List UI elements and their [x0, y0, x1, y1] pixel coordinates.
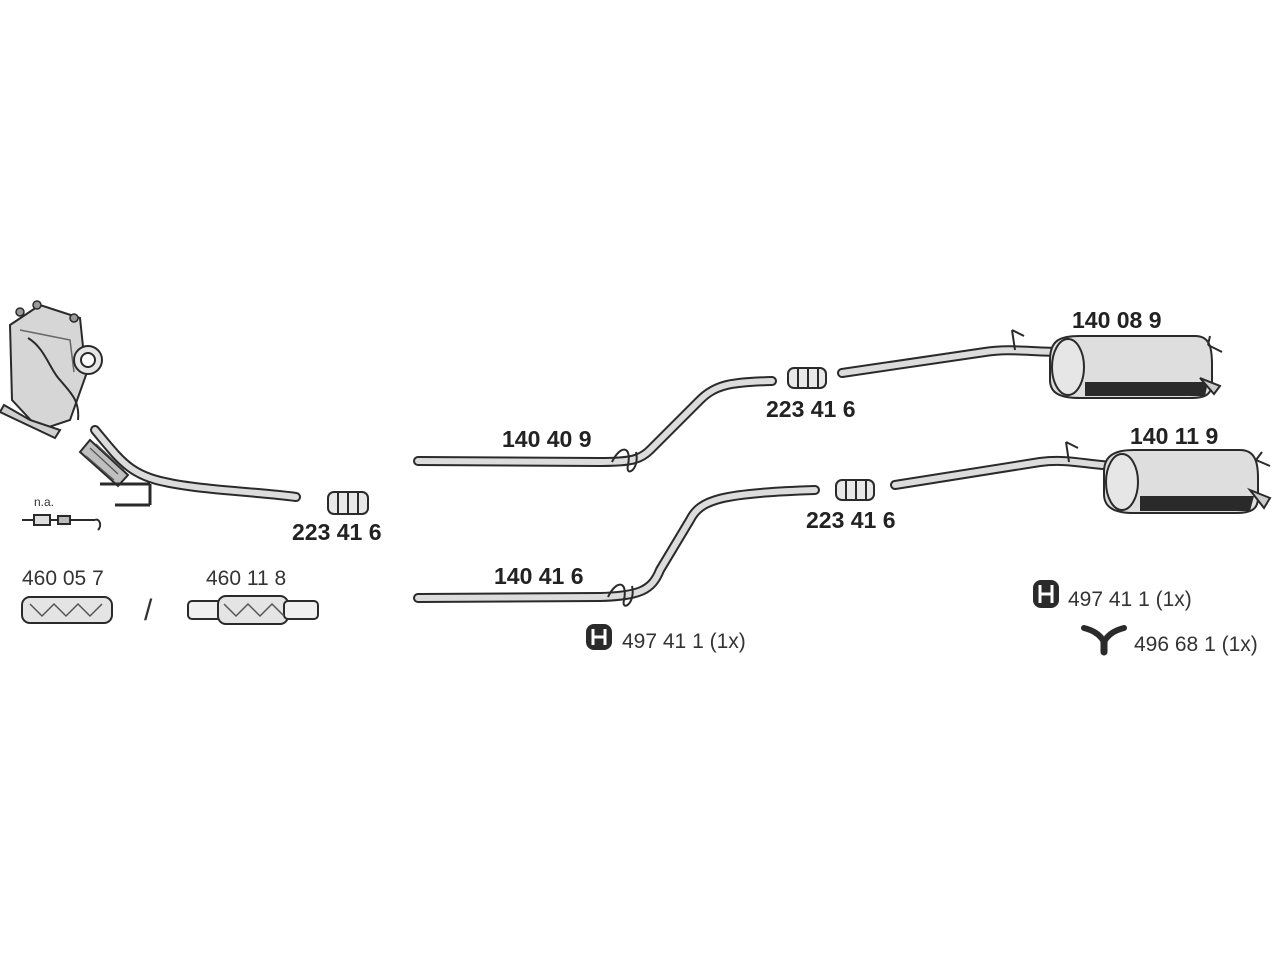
- front-clamp-label: 223 41 6: [292, 519, 382, 545]
- middle-pipe-upper[interactable]: [413, 376, 777, 473]
- separator-slash: /: [144, 594, 153, 627]
- mid-clamp-upper[interactable]: [787, 367, 827, 389]
- flex-pipe-b-label: 460 11 8: [206, 567, 286, 590]
- mid-clamp-lower[interactable]: [835, 479, 875, 501]
- oxygen-sensor: [22, 514, 102, 531]
- rubber-mount-icon: [586, 624, 612, 650]
- flex-pipe-a-label: 460 05 7: [22, 567, 104, 590]
- rubber-mount-icon: [1033, 580, 1059, 608]
- flex-pipe-a[interactable]: [21, 596, 113, 624]
- mid-clamp-upper-label: 223 41 6: [766, 396, 856, 422]
- middle-pipe-lower[interactable]: [413, 485, 820, 607]
- flex-pipe-b[interactable]: [187, 595, 319, 625]
- catalytic-converter-assembly[interactable]: [0, 300, 301, 507]
- rear-muffler-lower[interactable]: [890, 441, 1272, 514]
- rear-muffler-upper-label: 140 08 9: [1072, 307, 1162, 333]
- middle-pipe-upper-label: 140 40 9: [502, 426, 592, 452]
- mount-right-label: 497 41 1 (1x): [1068, 588, 1192, 611]
- middle-pipe-lower-label: 140 41 6: [494, 563, 584, 589]
- not-applicable-label: n.a.: [34, 495, 54, 509]
- rear-muffler-lower-label: 140 11 9: [1130, 423, 1218, 449]
- rear-muffler-upper[interactable]: [837, 329, 1223, 399]
- y-hanger-icon: [1081, 625, 1127, 656]
- front-clamp[interactable]: [327, 491, 369, 515]
- mount-center-label: 497 41 1 (1x): [622, 630, 746, 653]
- mid-clamp-lower-label: 223 41 6: [806, 507, 896, 533]
- hanger-right-label: 496 68 1 (1x): [1134, 633, 1258, 656]
